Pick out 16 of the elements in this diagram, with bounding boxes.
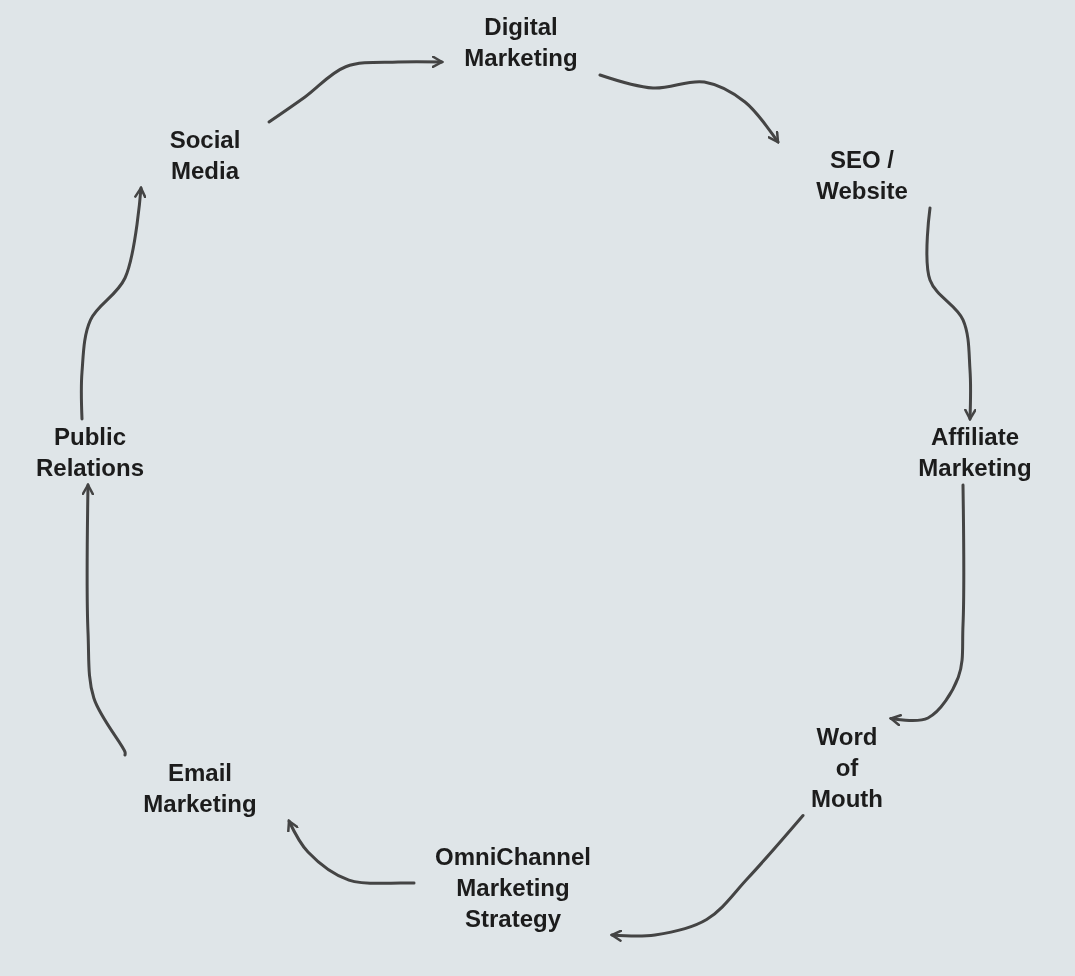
node-label: Email Marketing [111, 755, 289, 821]
arrow [598, 73, 780, 144]
arrow [79, 186, 147, 421]
node-label: SEO / Website [778, 142, 946, 208]
node-label: Digital Marketing [442, 9, 600, 75]
arrow [925, 206, 977, 421]
arrow [610, 814, 805, 942]
node-label: Social Media [141, 122, 269, 188]
arrow [267, 55, 444, 124]
node-label: Affiliate Marketing [886, 419, 1064, 485]
arrow [889, 483, 966, 727]
node-label: OmniChannel Marketing Strategy [414, 838, 612, 936]
arrow [81, 483, 127, 757]
arrow [287, 819, 416, 885]
node-label: Public Relations [11, 419, 169, 485]
node-label: Word of Mouth [803, 718, 891, 816]
